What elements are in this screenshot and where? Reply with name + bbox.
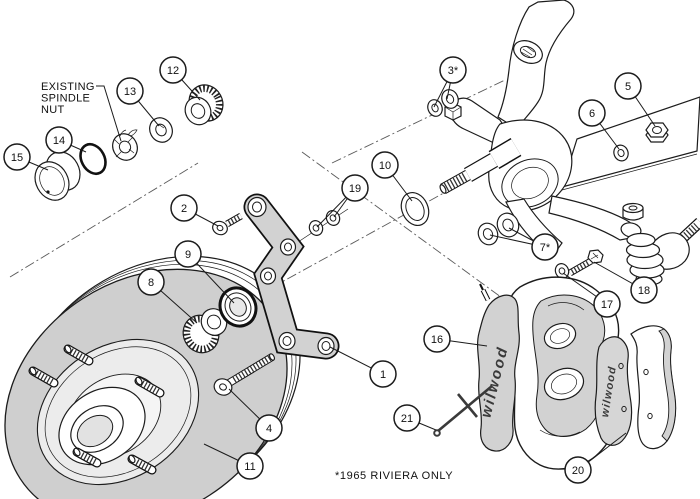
callout-number: 3*	[448, 65, 459, 77]
callout-number: 21	[401, 413, 413, 425]
callout-circle	[45, 126, 73, 154]
tie-rod-end	[622, 202, 700, 286]
arm-bolt	[568, 249, 604, 277]
bleed-screw	[479, 283, 491, 302]
caliper-face-plate	[476, 294, 520, 452]
callout-circle	[137, 268, 165, 296]
callout-3star: 3*	[433, 56, 467, 108]
callout-circle	[371, 151, 399, 179]
callout-4: 4	[228, 388, 283, 442]
callout-number: 2	[181, 203, 187, 215]
callout-number: 13	[124, 86, 136, 98]
callout-number: 10	[379, 160, 391, 172]
callout-1: 1	[329, 346, 397, 388]
spindle-nut-label-line3: NUT	[41, 104, 65, 116]
callout-circle	[174, 240, 202, 268]
callout-15: 15	[3, 143, 49, 171]
spindle-top-nut	[645, 122, 669, 143]
callout-number: 16	[431, 334, 443, 346]
callout-circle	[531, 233, 559, 261]
callout-13: 13	[116, 77, 160, 127]
bracket-bolt-short	[212, 212, 243, 236]
callout-number: 18	[638, 285, 650, 297]
callout-number: 15	[11, 152, 23, 164]
callout-number: 20	[572, 465, 584, 477]
callout-circle	[159, 56, 187, 84]
labels: EXISTING SPINDLE NUT *1965 RIVIERA ONLY	[41, 81, 453, 482]
callout-circle	[630, 276, 658, 304]
callout-circle	[341, 174, 369, 202]
callout-number: 17	[601, 299, 613, 311]
callout-circle	[614, 72, 642, 100]
callout-number: 14	[53, 135, 65, 147]
callout-17: 17	[562, 272, 621, 318]
callout-number: 9	[185, 249, 191, 261]
callout-circle	[369, 360, 397, 388]
spindle-nut-label-line1: EXISTING	[41, 81, 95, 93]
callout-circle	[593, 290, 621, 318]
callout-number: 5	[625, 81, 631, 93]
spacer-washer	[400, 191, 430, 227]
callout-19: 19	[316, 174, 369, 228]
dust-cap	[34, 151, 81, 201]
callout-16: 16	[423, 325, 488, 353]
callout-number: 19	[349, 183, 361, 195]
callout-number: 1	[380, 369, 386, 381]
o-ring	[79, 142, 107, 176]
callout-number: 6	[589, 108, 595, 120]
callout-circle	[393, 404, 421, 432]
callout-number: 7*	[540, 242, 551, 254]
callout-21: 21	[393, 404, 437, 432]
brake-pads: wilwood	[594, 325, 677, 450]
callout-10: 10	[371, 151, 413, 202]
callout-18: 18	[593, 261, 658, 304]
callout-14: 14	[45, 126, 87, 154]
spindle-shaft	[439, 137, 522, 195]
callout-circle	[255, 414, 283, 442]
callout-5: 5	[614, 72, 656, 127]
callout-6: 6	[578, 99, 620, 150]
callout-number: 12	[167, 65, 179, 77]
wheel-studs	[28, 344, 165, 475]
caliper-bracket	[243, 193, 340, 360]
callout-circle	[236, 452, 264, 480]
callout-circle	[170, 194, 198, 222]
backing-plate	[561, 96, 700, 191]
callout-number: 11	[244, 461, 255, 473]
inner-bearing	[182, 308, 228, 354]
callout-circle	[3, 143, 31, 171]
callout-9: 9	[174, 240, 235, 304]
callout-circle	[439, 56, 467, 84]
spindle-nut-label-leader	[96, 85, 122, 142]
pad-retaining-pin	[433, 385, 493, 437]
callout-11: 11	[203, 443, 264, 480]
riviera-note: *1965 RIVIERA ONLY	[335, 470, 453, 482]
plate-washer	[613, 144, 629, 162]
callout-12: 12	[159, 56, 201, 101]
callout-number: 4	[266, 423, 272, 435]
spindle-nut-label-line2: SPINDLE	[41, 93, 90, 105]
keyed-washer	[149, 117, 173, 143]
callout-circle	[423, 325, 451, 353]
kingpin-washers	[427, 89, 459, 117]
existing-spindle-nut-part	[112, 129, 138, 161]
callout-7star: 7*	[489, 227, 559, 261]
callout-number: 8	[148, 277, 154, 289]
callout-8: 8	[137, 268, 198, 324]
bracket-bolt-long	[213, 353, 276, 396]
spindle-washers	[477, 212, 520, 246]
outer-bearing	[184, 84, 224, 126]
callout-2: 2	[170, 194, 219, 227]
callout-20: 20	[564, 432, 627, 484]
callout-circle	[578, 99, 606, 127]
callout-circle	[564, 456, 592, 484]
callout-circle	[116, 77, 144, 105]
